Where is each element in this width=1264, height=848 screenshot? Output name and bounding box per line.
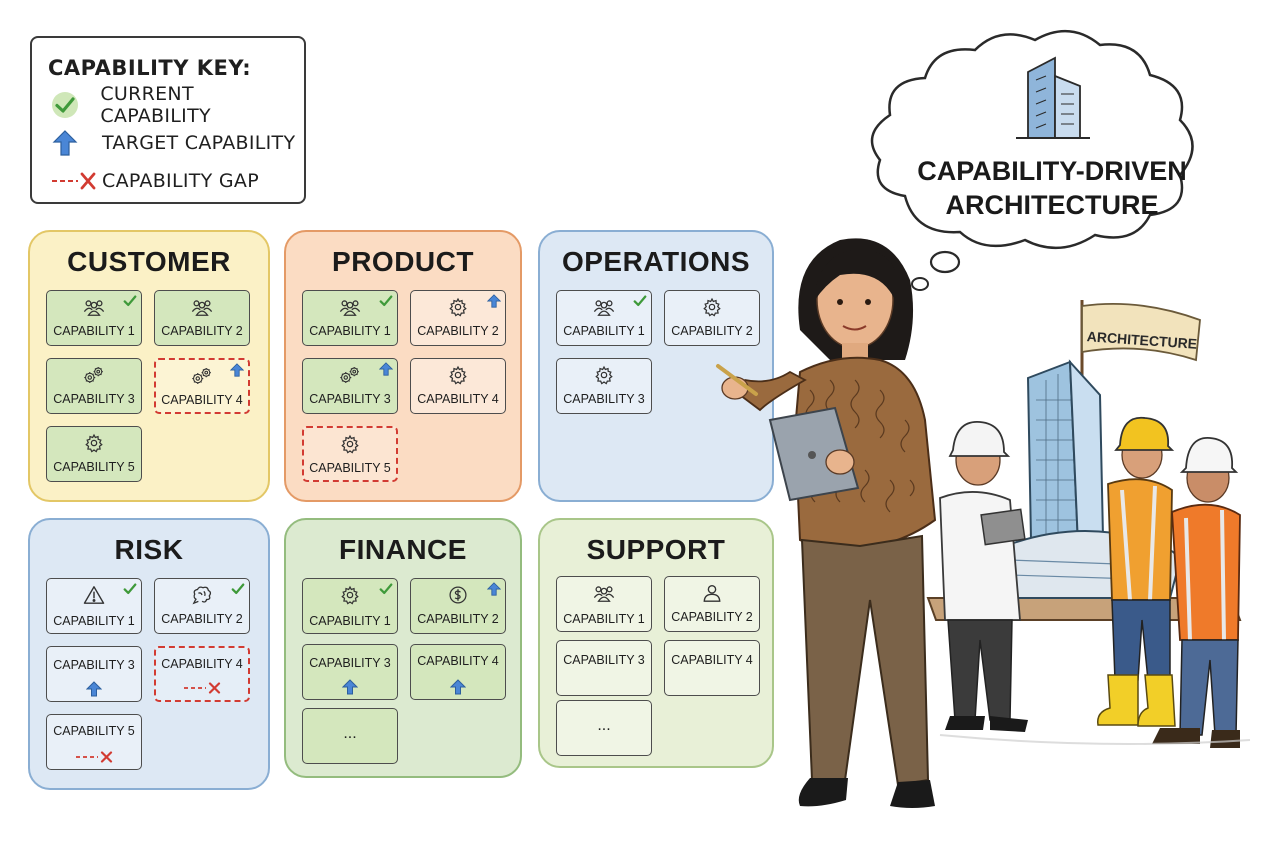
legend-current: CURRENT CAPABILITY xyxy=(50,83,304,127)
capability-card[interactable]: CAPABILITY 3 xyxy=(46,358,142,414)
worker-figure xyxy=(1152,437,1241,748)
gap-icon xyxy=(52,172,96,190)
capability-key-legend: CAPABILITY KEY: CURRENT CAPABILITY TARGE… xyxy=(30,36,306,204)
panel-title: FINANCE xyxy=(339,534,467,565)
legend-title: CAPABILITY KEY: xyxy=(48,56,252,80)
panel-risk: RISK CAPABILITY 1 CAPABILITY 2 CAPABILIT… xyxy=(28,518,270,790)
capability-card-more[interactable]: ... xyxy=(556,700,652,756)
capability-card[interactable]: CAPABILITY 2 xyxy=(154,578,250,634)
capability-card[interactable]: CAPABILITY 1 xyxy=(556,290,652,346)
worker-figure xyxy=(939,421,1028,732)
capability-card[interactable]: CAPABILITY 3 xyxy=(556,358,652,414)
panel-title: CUSTOMER xyxy=(67,246,231,277)
architecture-flag: ARCHITECTURE xyxy=(1080,300,1201,400)
thought-bubble: CAPABILITY-DRIVEN ARCHITECTURE xyxy=(870,29,1194,291)
panel-customer: CUSTOMER CAPABILITY 1 CAPABILITY 2 CAPAB… xyxy=(28,230,270,502)
capability-card[interactable]: CAPABILITY 2 xyxy=(410,290,506,346)
worker-figure xyxy=(1097,416,1176,727)
panel-operations: OPERATIONS CAPABILITY 1 CAPABILITY 2 CAP… xyxy=(538,230,774,502)
panel-title: PRODUCT xyxy=(332,246,474,277)
panel-product: PRODUCT CAPABILITY 1 CAPABILITY 2 CAPABI… xyxy=(284,230,522,502)
legend-current-label: CURRENT CAPABILITY xyxy=(100,83,211,127)
capability-card[interactable]: CAPABILITY 2 xyxy=(664,290,760,346)
panel-title: RISK xyxy=(114,534,184,565)
panel-finance: FINANCE CAPABILITY 1 CAPABILITY 2 CAPABI… xyxy=(284,518,522,778)
capability-card[interactable]: CAPABILITY 2 xyxy=(154,290,250,346)
check-icon xyxy=(52,92,78,118)
panel-title: SUPPORT xyxy=(586,534,726,565)
legend-gap: CAPABILITY GAP xyxy=(50,166,259,196)
capability-card[interactable]: CAPABILITY 4 xyxy=(410,644,506,700)
thought-line-1: CAPABILITY-DRIVEN xyxy=(917,156,1187,186)
capability-card[interactable]: CAPABILITY 5 xyxy=(46,714,142,770)
legend-gap-label: CAPABILITY GAP xyxy=(102,170,259,192)
capability-card[interactable]: CAPABILITY 2 xyxy=(664,576,760,632)
capability-card-gap[interactable]: CAPABILITY 5 xyxy=(302,426,398,482)
up-arrow-icon xyxy=(52,130,78,156)
capability-card[interactable]: CAPABILITY 3 xyxy=(302,358,398,414)
legend-target: TARGET CAPABILITY xyxy=(50,128,295,158)
capability-card[interactable]: CAPABILITY 4 xyxy=(410,358,506,414)
flag-label: ARCHITECTURE xyxy=(1086,328,1197,352)
capability-card[interactable]: CAPABILITY 2 xyxy=(410,578,506,634)
capability-card[interactable]: CAPABILITY 3 xyxy=(46,646,142,702)
capability-card[interactable]: CAPABILITY 3 xyxy=(556,640,652,696)
building-icon xyxy=(1016,56,1090,139)
capability-card-more[interactable]: ... xyxy=(302,708,398,764)
panel-title: OPERATIONS xyxy=(561,246,751,277)
capability-card-gap[interactable]: CAPABILITY 4 xyxy=(154,358,250,414)
capability-card[interactable]: CAPABILITY 4 xyxy=(664,640,760,696)
capability-card[interactable]: CAPABILITY 1 xyxy=(46,290,142,346)
capability-card[interactable]: CAPABILITY 1 xyxy=(556,576,652,632)
capability-card[interactable]: CAPABILITY 5 xyxy=(46,426,142,482)
building-model xyxy=(999,359,1182,599)
capability-card[interactable]: CAPABILITY 1 xyxy=(46,578,142,634)
capability-card-gap[interactable]: CAPABILITY 4 xyxy=(154,646,250,702)
capability-card[interactable]: CAPABILITY 3 xyxy=(302,644,398,700)
panel-support: SUPPORT CAPABILITY 1 CAPABILITY 2 CAPABI… xyxy=(538,518,774,768)
legend-target-label: TARGET CAPABILITY xyxy=(102,132,296,154)
thought-line-2: ARCHITECTURE xyxy=(946,190,1159,220)
capability-card[interactable]: CAPABILITY 1 xyxy=(302,290,398,346)
woman-figure xyxy=(716,238,937,808)
capability-card[interactable]: CAPABILITY 1 xyxy=(302,578,398,634)
